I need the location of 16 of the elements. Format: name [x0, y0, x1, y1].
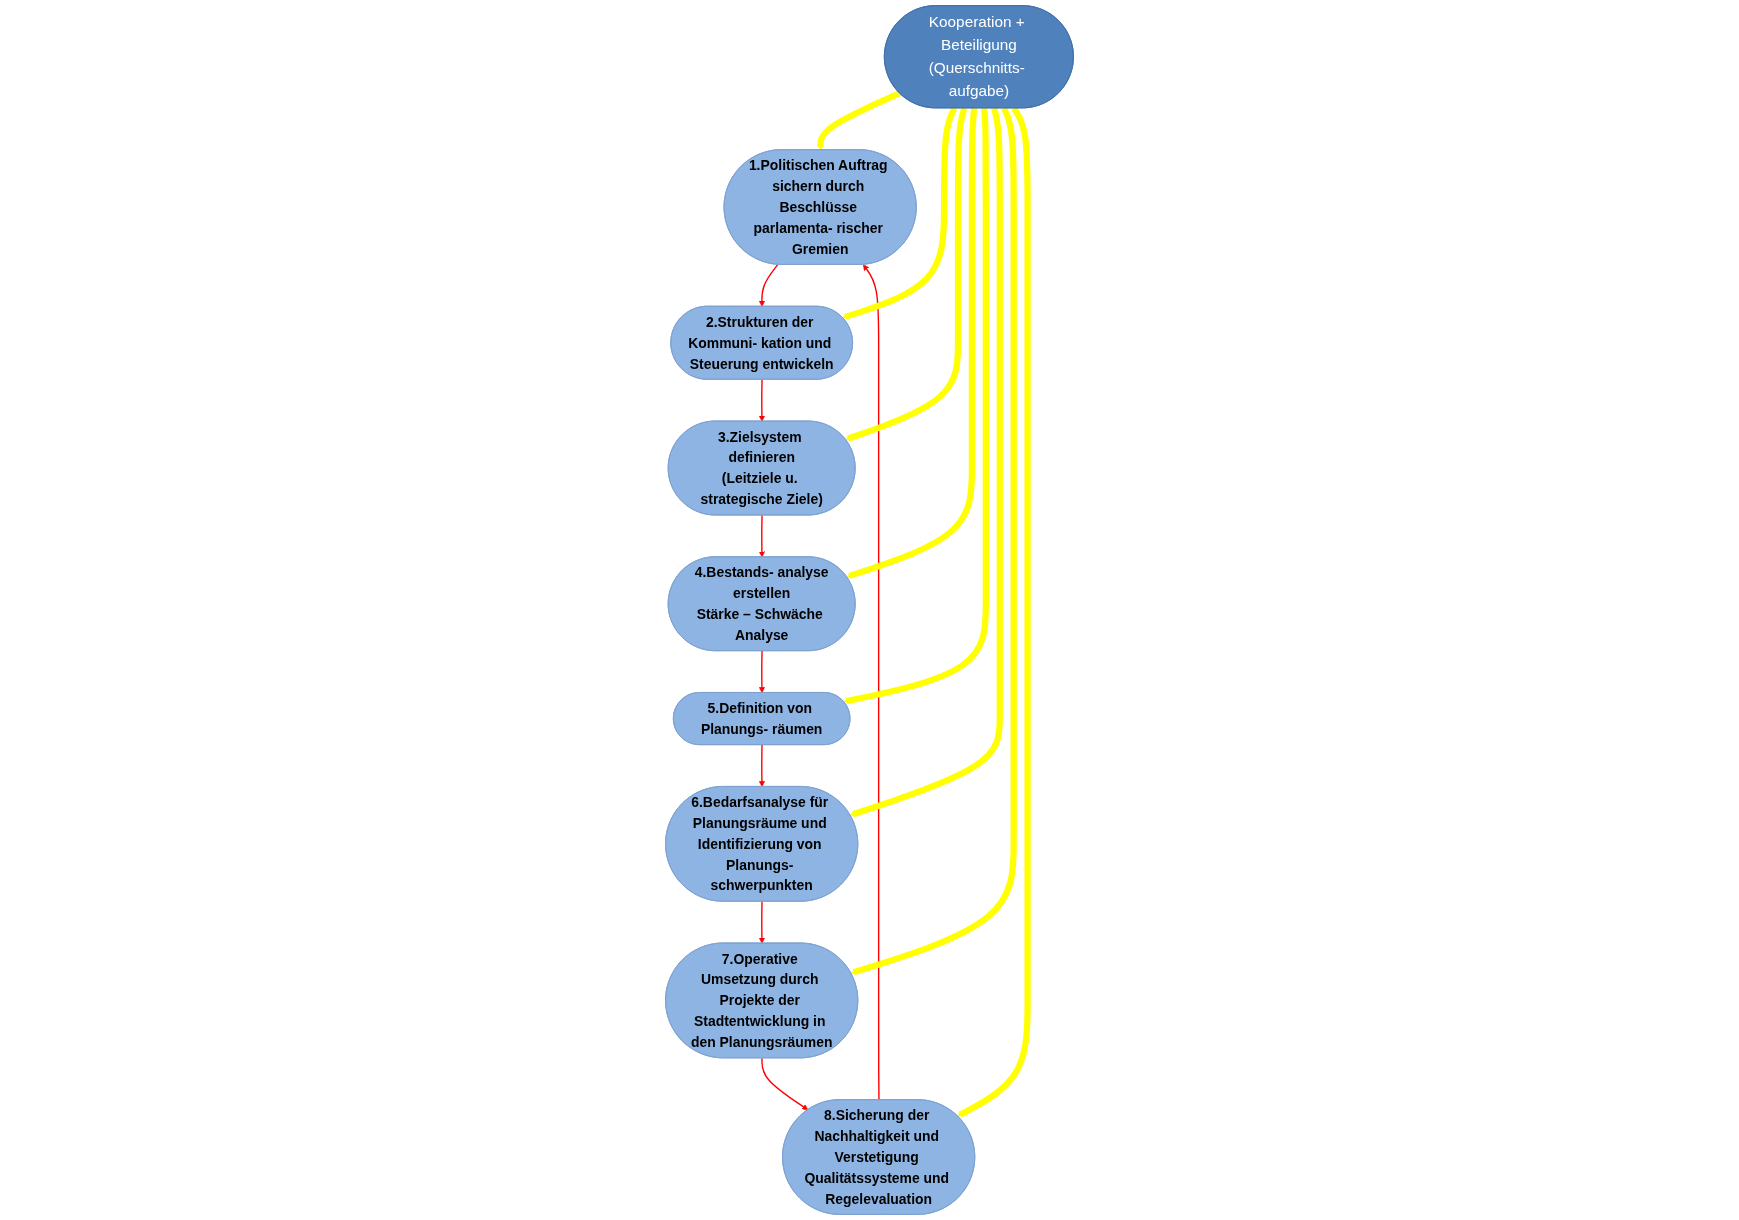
arrow: [850, 106, 1017, 976]
arrow: [845, 107, 968, 442]
arrow: [758, 650, 765, 694]
arrow: [758, 378, 765, 422]
arrow: [957, 106, 1031, 1118]
arrow: [842, 106, 958, 320]
arrow: [761, 1057, 809, 1111]
arrow: [863, 264, 880, 1101]
arrow: [758, 514, 765, 558]
arrow: [758, 900, 765, 944]
arrow: [758, 744, 765, 788]
arrow: [817, 90, 901, 151]
arrow: [843, 107, 989, 705]
arrow: [758, 263, 779, 307]
arrow: [846, 107, 978, 579]
arrow: [849, 107, 1003, 818]
